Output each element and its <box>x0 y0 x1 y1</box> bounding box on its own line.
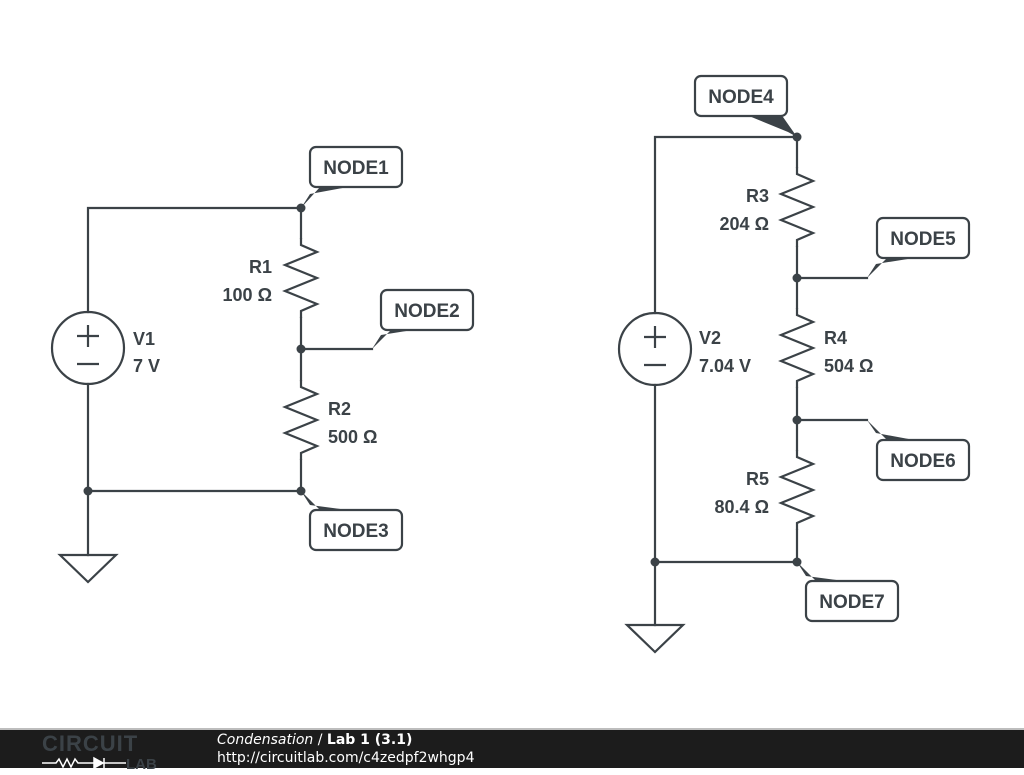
diode-logo-icon <box>93 756 105 770</box>
schematic-canvas[interactable]: R1 100 Ω R2 500 Ω V1 7 V NODE1 <box>0 0 1024 728</box>
r5-name: R5 <box>746 469 769 489</box>
svg-text:NODE3: NODE3 <box>323 521 388 542</box>
resistor-r4[interactable] <box>778 308 816 388</box>
svg-text:NODE1: NODE1 <box>323 158 389 179</box>
svg-text:NODE2: NODE2 <box>394 301 459 322</box>
r5-value: 80.4 Ω <box>715 497 769 517</box>
circuit-2: R3 204 Ω R4 504 Ω R5 80.4 Ω V2 7.04 V <box>617 74 971 654</box>
svg-text:NODE4: NODE4 <box>708 87 774 108</box>
footer-bar: CIRCUIT LAB Condensation / Lab 1 (3.1) h… <box>0 728 1024 773</box>
r2-value: 500 Ω <box>328 427 377 447</box>
v2-name: V2 <box>699 328 721 348</box>
project-name[interactable]: Condensation <box>217 732 314 748</box>
ground-icon <box>624 623 686 654</box>
node-label-node1[interactable]: NODE1 <box>301 145 404 208</box>
circuit-name[interactable]: Lab 1 (3.1) <box>326 732 413 748</box>
svg-text:NODE6: NODE6 <box>890 451 955 472</box>
voltage-source-v2[interactable] <box>617 311 693 387</box>
node-label-node4[interactable]: NODE4 <box>693 74 797 137</box>
r3-name: R3 <box>746 186 769 206</box>
junction-dot <box>650 557 660 567</box>
r3-value: 204 Ω <box>720 214 769 234</box>
circuit-title: Condensation / Lab 1 (3.1) <box>217 732 412 748</box>
wire-top-2[interactable] <box>653 135 799 315</box>
node-label-node7[interactable]: NODE7 <box>797 562 900 623</box>
node-label-node5[interactable]: NODE5 <box>867 216 971 278</box>
svg-text:NODE7: NODE7 <box>819 592 884 613</box>
r1-name: R1 <box>249 257 272 277</box>
junction-dot <box>83 486 93 496</box>
resistor-logo-icon <box>42 757 94 769</box>
title-separator: / <box>313 732 327 748</box>
circuit-1: R1 100 Ω R2 500 Ω V1 7 V NODE1 <box>50 145 475 584</box>
node-label-node3[interactable]: NODE3 <box>301 491 404 552</box>
v1-name: V1 <box>133 329 155 349</box>
junction-dot <box>792 415 802 425</box>
plus-icon <box>77 325 99 347</box>
r4-value: 504 Ω <box>824 356 873 376</box>
wire-bottom-1[interactable] <box>86 382 303 493</box>
logo-top-text: CIRCUIT <box>42 731 138 756</box>
resistor-r2[interactable] <box>282 380 320 460</box>
circuitlab-logo[interactable]: CIRCUIT LAB <box>40 730 180 773</box>
node-label-node6[interactable]: NODE6 <box>867 420 971 482</box>
circuit-url[interactable]: http://circuitlab.com/c4zedpf2whgp4 <box>217 750 475 766</box>
r4-name: R4 <box>824 328 847 348</box>
wire-bottom-2[interactable] <box>653 383 799 564</box>
voltage-source-v1[interactable] <box>50 310 126 386</box>
r1-value: 100 Ω <box>223 285 272 305</box>
v2-value: 7.04 V <box>699 356 751 376</box>
resistor-r1[interactable] <box>282 238 320 318</box>
wire-top-1[interactable] <box>86 206 303 314</box>
junction-dot <box>792 273 802 283</box>
v1-value: 7 V <box>133 356 160 376</box>
svg-text:NODE5: NODE5 <box>890 229 956 250</box>
node-label-node2[interactable]: NODE2 <box>372 288 475 349</box>
resistor-r5[interactable] <box>778 450 816 530</box>
junction-dot <box>296 344 306 354</box>
plus-icon <box>644 326 666 348</box>
resistor-r3[interactable] <box>778 167 816 247</box>
r2-name: R2 <box>328 399 351 419</box>
ground-icon <box>57 553 119 584</box>
